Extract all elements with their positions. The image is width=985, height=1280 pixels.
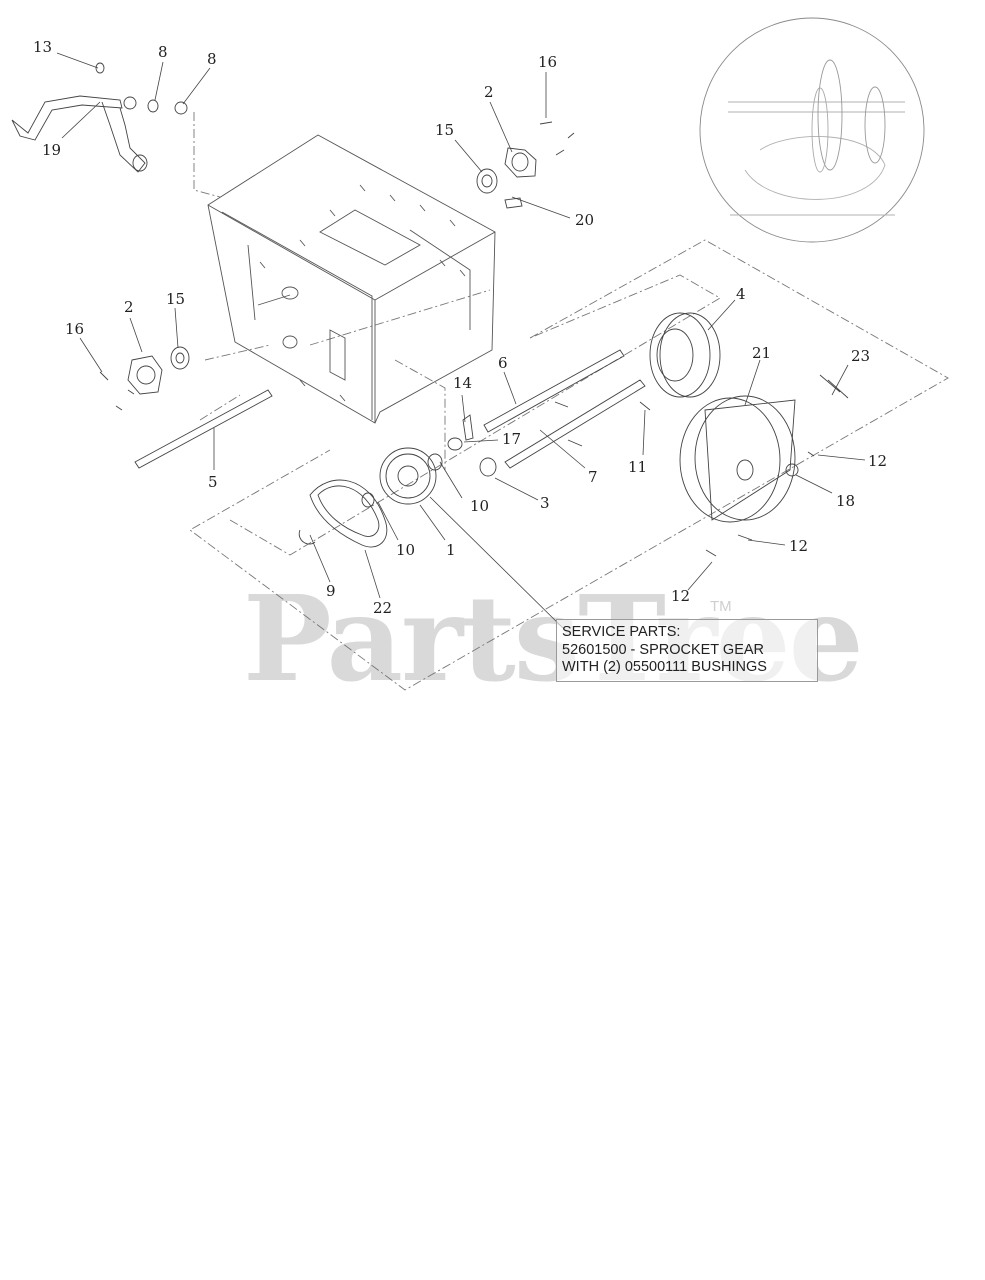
callout-10b: 10	[396, 541, 415, 559]
detail-inset-circle	[699, 17, 925, 243]
callout-16b: 16	[65, 320, 84, 338]
leader-lines	[56, 52, 866, 631]
bearings-and-flanges	[99, 121, 575, 411]
callout-12a: 12	[868, 452, 887, 470]
callout-15a: 15	[435, 121, 454, 139]
callout-5: 5	[208, 473, 218, 491]
service-parts-heading: SERVICE PARTS:	[562, 624, 681, 640]
callout-2a: 2	[484, 83, 494, 101]
callout-16a: 16	[538, 53, 557, 71]
frame-housing	[207, 134, 496, 424]
callout-12b: 12	[789, 537, 808, 555]
shafts	[134, 349, 646, 469]
callout-2b: 2	[124, 298, 134, 316]
pulley-wheels	[554, 312, 849, 557]
callout-11: 11	[628, 458, 647, 476]
callout-7: 7	[588, 468, 598, 486]
service-parts-note: SERVICE PARTS: 52601500 - SPROCKET GEAR …	[556, 619, 818, 682]
callout-23: 23	[851, 347, 870, 365]
callout-19: 19	[42, 141, 61, 159]
callout-3: 3	[540, 494, 550, 512]
handle-lever	[11, 62, 188, 173]
sprocket-and-chain	[298, 447, 497, 548]
callout-4: 4	[736, 285, 746, 303]
callout-18: 18	[836, 492, 855, 510]
callout-15b: 15	[166, 290, 185, 308]
callout-8b: 8	[207, 50, 217, 68]
callout-8a: 8	[158, 43, 168, 61]
watermark-trademark: TM	[710, 598, 732, 615]
callout-22: 22	[373, 599, 392, 617]
callout-12c: 12	[671, 587, 690, 605]
callout-20: 20	[575, 211, 594, 229]
callout-17: 17	[502, 430, 521, 448]
service-parts-line-3: WITH (2) 05500111 BUSHINGS	[562, 659, 767, 675]
assembly-boundary-lines	[189, 112, 949, 691]
callout-21: 21	[752, 344, 771, 362]
callout-13: 13	[33, 38, 52, 56]
callout-10a: 10	[470, 497, 489, 515]
callout-14: 14	[453, 374, 472, 392]
callout-6: 6	[498, 354, 508, 372]
callout-1: 1	[446, 541, 456, 559]
callout-labels: 13 8 8 19 16 2 15 20 2 15 16 5 14 6 17 4…	[33, 38, 887, 617]
service-parts-line-2: 52601500 - SPROCKET GEAR	[562, 641, 765, 658]
callout-9: 9	[326, 582, 336, 600]
